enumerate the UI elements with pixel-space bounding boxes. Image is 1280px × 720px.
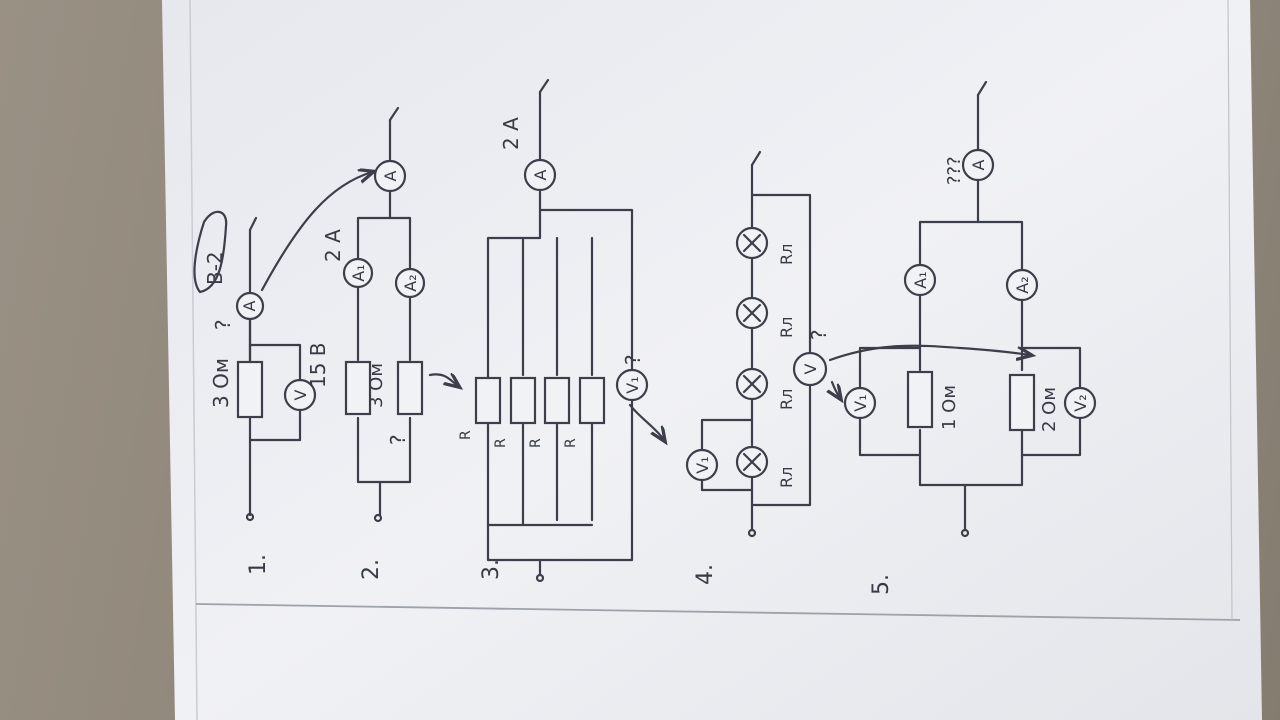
lamp-cross-icon [742,303,762,323]
resistor-value: 3 Ом [366,363,387,408]
problem-3-circuit: V₁ A 2 А R R R R ? 3. [458,78,664,583]
ammeter-label: A [531,169,550,180]
terminal [248,216,258,232]
resistor [578,376,606,425]
question-mark: ? [807,329,831,340]
resistor-label: R [458,430,474,440]
problem-number: 2. [359,559,384,580]
ammeter-2-label: A₂ [401,274,420,291]
voltmeter-label: V [801,363,820,374]
resistor-2-value: 2 Ом [1039,387,1060,432]
problem-number: 4. [693,564,718,585]
resistor-1 [906,370,934,429]
resistor-label: R [563,438,579,448]
ammeter-1-label: A₁ [349,264,368,281]
question-mark: ? [621,354,645,365]
terminal [388,106,400,122]
voltmeter-1-label: V₁ [623,376,642,393]
lamp-resistance: Rл [777,244,796,265]
voltmeter-2-label: V₂ [1071,394,1090,411]
voltmeter-1 [843,386,877,420]
resistor [509,376,537,425]
resistor [543,376,571,425]
variant-circle [193,210,228,294]
voltmeter-label: V [291,389,310,400]
lamp-resistance: Rл [777,317,796,338]
paper-fold-line [195,603,1241,621]
question-mark: ? [211,319,235,330]
problem-number: 1. [246,554,271,575]
voltage-value: 15 В [306,342,330,388]
lamp-cross-icon [742,233,762,253]
ammeter-label: A [969,159,988,170]
arrow [628,403,664,440]
ammeter-main [373,159,407,193]
terminal [747,528,757,538]
terminal [535,573,545,583]
problem-4-circuit: V₁ V Rл Rл Rл Rл ? 4. [685,150,1030,585]
voltmeter-1 [615,368,649,402]
resistor-unknown [396,360,424,416]
current-value: 2 А [321,229,345,262]
resistor-2 [1008,373,1036,432]
voltmeter [792,351,828,387]
arrow [828,344,1030,360]
problem-1-circuit: V A 3 Ом 15 В ? 1. В-2 [193,172,372,575]
ammeter-1 [903,263,937,297]
resistor [236,360,264,419]
terminal [750,150,762,167]
ammeter-1 [342,257,374,289]
ammeter [235,291,265,321]
arrow [832,380,840,398]
terminal [538,78,550,94]
ammeter-2-label: A₂ [1013,276,1032,293]
arrow [260,172,372,292]
lamp-resistance: Rл [777,389,796,410]
terminal [245,512,255,522]
problem-2-circuit: A₁ A₂ A 2 А 3 Ом ? 2. [321,106,458,580]
voltmeter-1 [685,448,719,482]
question-marks: ??? [944,156,965,185]
resistor-value: 3 Ом [209,358,233,408]
terminal [960,528,970,538]
paper-margin-line [1227,0,1233,621]
voltmeter-2 [1063,386,1097,420]
paper-edge-line [189,0,198,720]
problem-5-circuit: V₁ V₂ A₁ A₂ A 1 Ом 2 Ом ??? 5. [843,80,1097,595]
arrow [428,374,458,386]
problem-number: 5. [869,574,894,595]
ammeter-2 [394,267,426,299]
terminal [373,513,383,523]
lamp-resistance: Rл [777,467,796,488]
ammeter-label: A [240,300,259,311]
voltmeter-1-label: V₁ [851,394,870,411]
resistor-label: R [493,438,509,448]
voltmeter [283,378,317,412]
voltmeter-1-label: V₁ [693,456,712,473]
ammeter [523,158,557,192]
ammeter-2 [1005,268,1039,302]
ammeter-main-label: A [381,170,400,181]
lamp-cross-icon [742,452,762,472]
ammeter [961,148,995,182]
resistor-known [344,360,372,416]
terminal [976,80,988,97]
lamp-cross-icon [742,374,762,394]
resistor-label: R [528,438,544,448]
resistor-1-value: 1 Ом [939,385,960,430]
ammeter-1-label: A₁ [911,271,930,288]
paper-sheet [162,0,1262,720]
problem-number: 3. [479,559,504,580]
current-value: 2 А [499,117,523,150]
question-mark: ? [386,434,410,445]
resistor [474,376,502,425]
